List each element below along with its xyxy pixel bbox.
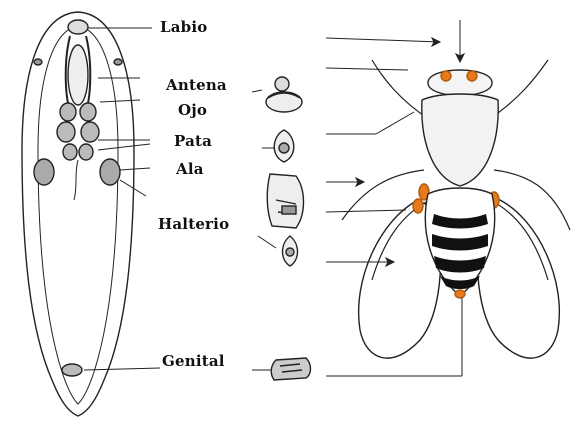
leg-disc — [262, 130, 294, 162]
labial-disc — [68, 20, 88, 34]
label-antena: Antena — [166, 76, 227, 94]
eye-antennal-disc — [68, 45, 88, 105]
fly-eye-right — [467, 71, 477, 81]
label-ojo: Ojo — [178, 101, 207, 119]
fly-genitalia — [455, 290, 465, 298]
label-pata: Pata — [174, 132, 212, 150]
antenna-eye-disc — [252, 77, 302, 112]
leader-pata-2 — [98, 144, 150, 150]
leader-ojo — [100, 100, 140, 102]
haltere-left-2 — [413, 199, 423, 213]
fly-thorax — [422, 94, 498, 186]
haltere-disc — [258, 236, 298, 266]
disc-drawings — [252, 77, 311, 380]
wing-disc-right — [100, 159, 120, 185]
larva-drawing — [22, 12, 160, 416]
gut — [74, 160, 78, 200]
adult-fly-drawing — [326, 20, 570, 376]
anterior-spiracle-left — [34, 59, 42, 65]
leader-ala — [120, 168, 150, 170]
label-ala: Ala — [176, 160, 204, 178]
genital-disc — [62, 364, 82, 376]
genital-disc-drawing — [252, 358, 311, 380]
label-genital: Genital — [162, 352, 225, 370]
label-halterio: Halterio — [158, 215, 229, 233]
wing-disc-left — [34, 159, 54, 185]
fly-eye-left — [441, 71, 451, 81]
leg-discs — [57, 103, 99, 160]
fly-head — [428, 70, 492, 96]
wing-disc — [267, 174, 303, 228]
anterior-spiracle-right — [114, 59, 122, 65]
label-labio: Labio — [160, 18, 207, 36]
